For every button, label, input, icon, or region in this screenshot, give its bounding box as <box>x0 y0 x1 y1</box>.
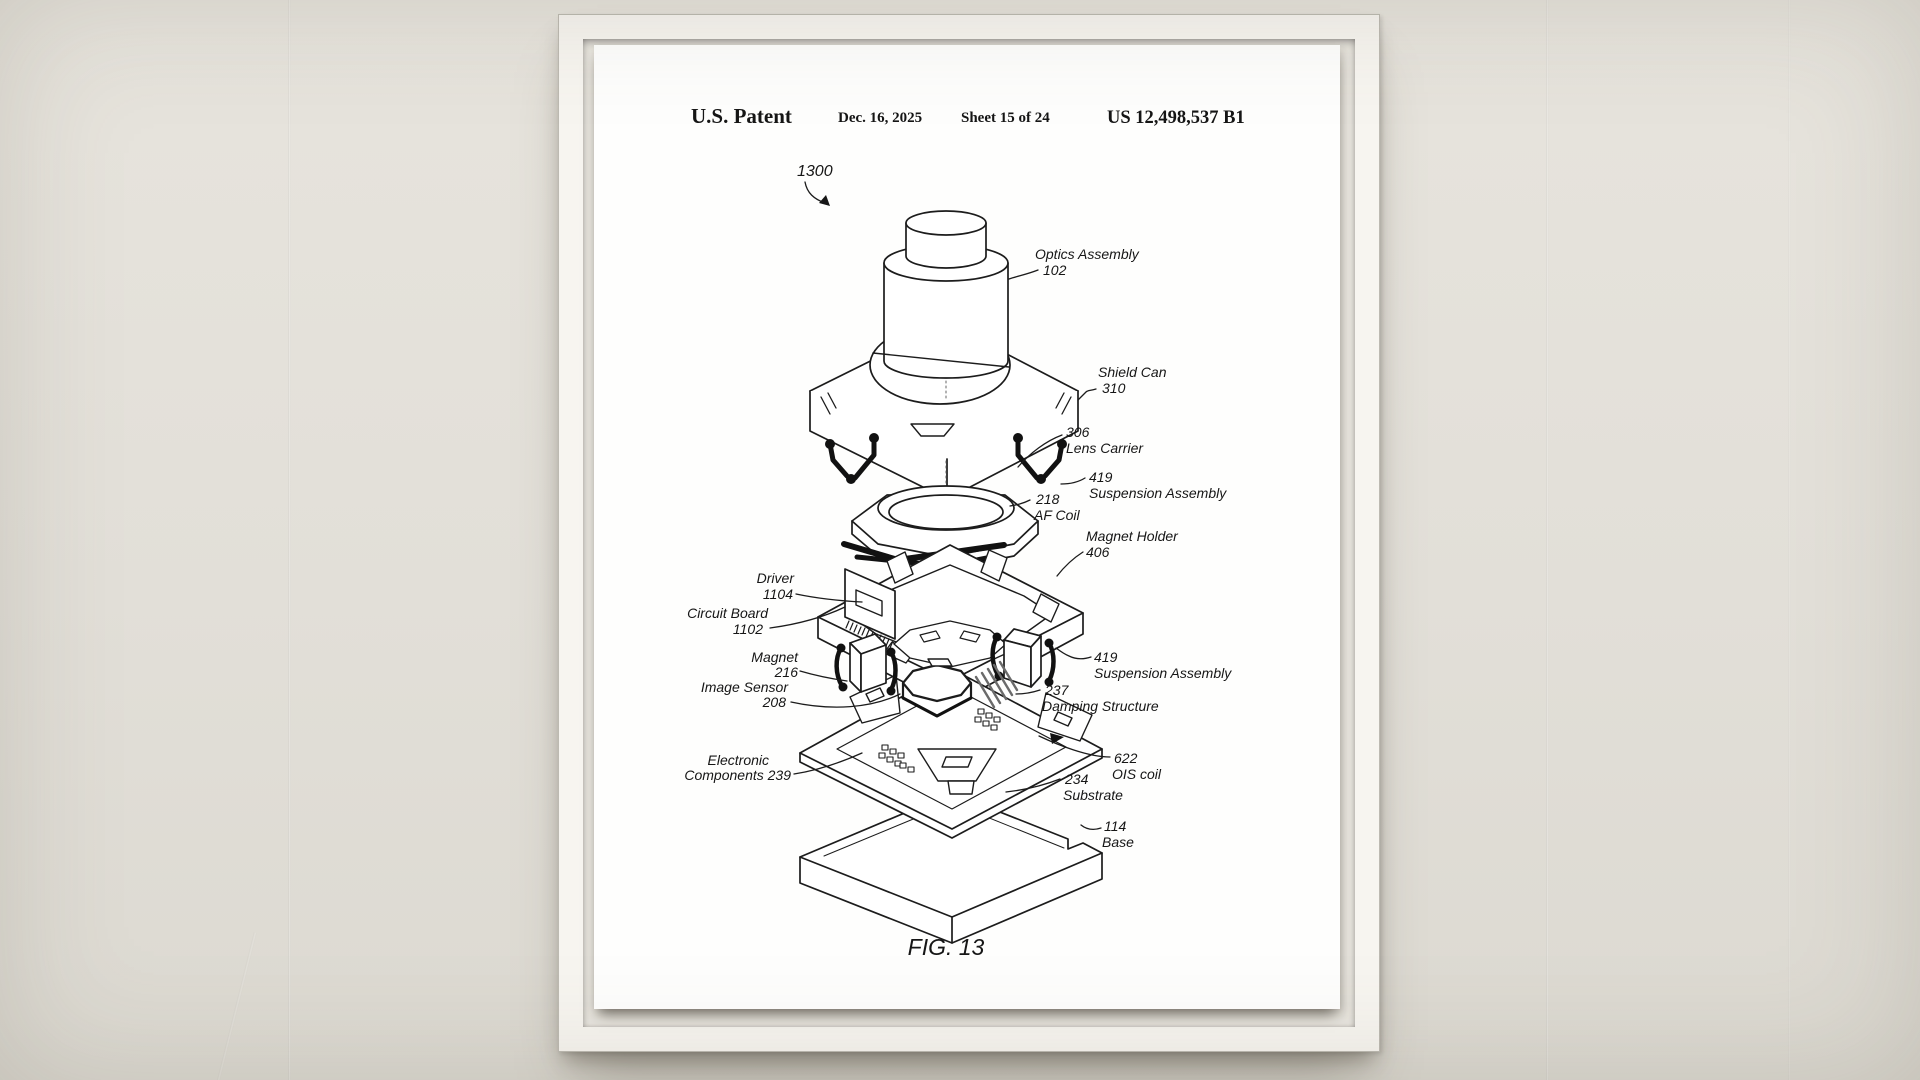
svg-text:306: 306 <box>1066 424 1090 440</box>
svg-text:419: 419 <box>1089 469 1113 485</box>
label-lens-carrier: 306 Lens Carrier <box>1066 424 1144 456</box>
damping-structure-drawing <box>974 660 1019 709</box>
image-sensor-drawing <box>901 658 973 718</box>
svg-text:Driver: Driver <box>757 570 796 586</box>
figure-reference: 1300 <box>797 163 833 206</box>
part-labels: Optics Assembly 102 Shield Can 310 306 L… <box>684 246 1232 850</box>
patent-header-number: US 12,498,537 B1 <box>1107 108 1245 128</box>
label-base: 114 Base <box>1102 818 1134 850</box>
label-electronic-components: Electronic Components 239 <box>684 752 791 783</box>
label-damping-structure: 237 Damping Structure <box>1042 682 1159 714</box>
leader-lines <box>769 269 1111 831</box>
svg-text:Lens Carrier: Lens Carrier <box>1066 440 1144 456</box>
label-substrate: 234 Substrate <box>1063 771 1123 803</box>
svg-text:Suspension Assembly: Suspension Assembly <box>1094 665 1232 681</box>
svg-text:Magnet: Magnet <box>751 649 799 665</box>
svg-text:1104: 1104 <box>763 586 793 602</box>
wall-crease <box>1788 0 1791 1080</box>
svg-text:Shield Can: Shield Can <box>1098 364 1167 380</box>
optics-assembly-drawing <box>872 210 1010 496</box>
label-suspension-assembly-upper: 419 Suspension Assembly <box>1089 469 1227 501</box>
svg-text:Electronic: Electronic <box>708 752 769 768</box>
svg-text:114: 114 <box>1104 818 1127 834</box>
wall-crease <box>288 0 291 1080</box>
label-suspension-assembly-lower: 419 Suspension Assembly <box>1094 649 1232 681</box>
picture-frame: U.S. Patent Dec. 16, 2025 Sheet 15 of 24… <box>558 14 1380 1052</box>
patent-header-date: Dec. 16, 2025 <box>838 110 922 126</box>
label-magnet: Magnet 216 <box>751 649 799 680</box>
arrowhead-icon <box>819 195 830 206</box>
svg-text:218: 218 <box>1035 491 1060 507</box>
label-shield-can: Shield Can 310 <box>1098 364 1167 396</box>
svg-text:Suspension Assembly: Suspension Assembly <box>1089 485 1227 501</box>
label-magnet-holder: Magnet Holder 406 <box>1086 528 1179 560</box>
svg-text:234: 234 <box>1064 771 1089 787</box>
svg-text:406: 406 <box>1086 544 1110 560</box>
svg-text:Damping Structure: Damping Structure <box>1042 698 1159 714</box>
driver-chip-drawing <box>855 589 883 617</box>
svg-text:419: 419 <box>1094 649 1118 665</box>
frame-mat: U.S. Patent Dec. 16, 2025 Sheet 15 of 24… <box>583 39 1355 1027</box>
svg-text:208: 208 <box>762 694 787 710</box>
svg-text:Components 239: Components 239 <box>684 767 791 783</box>
svg-text:102: 102 <box>1043 262 1067 278</box>
svg-text:310: 310 <box>1102 380 1126 396</box>
svg-text:Substrate: Substrate <box>1063 787 1123 803</box>
label-circuit-board: Circuit Board 1102 <box>687 605 769 637</box>
patent-header-sheet: Sheet 15 of 24 <box>961 110 1050 126</box>
svg-text:Circuit Board: Circuit Board <box>687 605 769 621</box>
electronic-components-drawing <box>878 708 1001 773</box>
lens-carrier-drawing <box>825 433 1067 570</box>
suspension-assembly-lower-drawing <box>834 632 1056 696</box>
ois-coil-drawing <box>849 674 1093 795</box>
svg-text:216: 216 <box>774 664 799 680</box>
base-drawing <box>799 792 1103 944</box>
svg-text:Image Sensor: Image Sensor <box>701 679 789 695</box>
patent-sheet: U.S. Patent Dec. 16, 2025 Sheet 15 of 24… <box>594 45 1340 1009</box>
patent-header-title: U.S. Patent <box>691 104 792 128</box>
wall-crease <box>1546 0 1549 1080</box>
svg-text:237: 237 <box>1044 682 1070 698</box>
wall-crease <box>210 932 257 1080</box>
label-driver: Driver 1104 <box>757 570 796 602</box>
label-optics-assembly: Optics Assembly 102 <box>1035 246 1140 278</box>
svg-text:Base: Base <box>1102 834 1134 850</box>
patent-header: U.S. Patent Dec. 16, 2025 Sheet 15 of 24… <box>691 104 1245 128</box>
svg-text:Optics Assembly: Optics Assembly <box>1035 246 1140 262</box>
magnet-drawing <box>849 628 1042 693</box>
label-image-sensor: Image Sensor 208 <box>701 679 789 710</box>
svg-text:Magnet Holder: Magnet Holder <box>1086 528 1179 544</box>
suspension-assembly-upper-drawing <box>825 433 1067 484</box>
figure-reference-number: 1300 <box>797 163 833 180</box>
figure-caption: FIG. 13 <box>908 934 985 960</box>
label-af-coil: 218 AF Coil <box>1033 491 1081 523</box>
svg-text:1102: 1102 <box>733 621 763 637</box>
svg-text:622: 622 <box>1114 750 1138 766</box>
svg-text:OIS coil: OIS coil <box>1112 766 1162 782</box>
patent-drawing: U.S. Patent Dec. 16, 2025 Sheet 15 of 24… <box>684 104 1245 960</box>
label-ois-coil: 622 OIS coil <box>1112 750 1162 782</box>
svg-text:AF Coil: AF Coil <box>1033 507 1081 523</box>
